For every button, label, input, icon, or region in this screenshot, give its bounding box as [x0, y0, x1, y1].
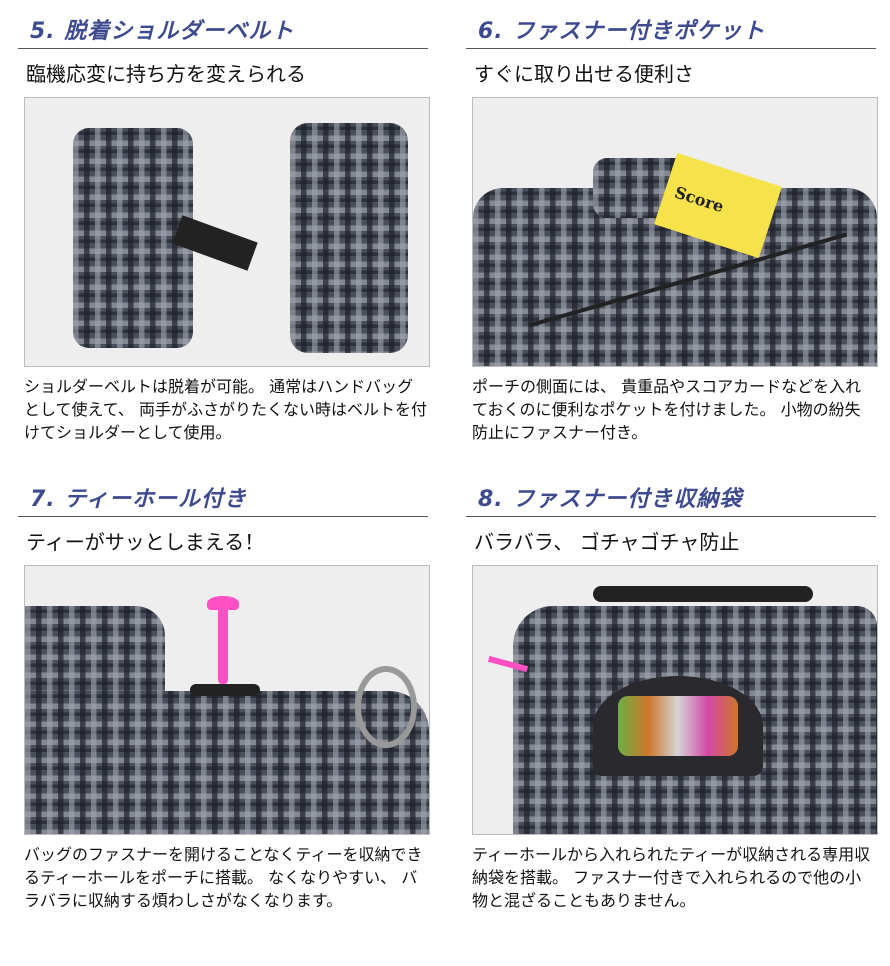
product-photo-zipper-pocket: Score: [472, 97, 878, 367]
section-subtitle: バラバラ、 ゴチャゴチャ防止: [474, 530, 740, 554]
feature-tee-hole: 7. ティーホール付き ティーがサッとしまえる！ バッグのファスナーを開けること…: [18, 484, 430, 912]
feature-storage-bag: 8. ファスナー付き収納袋 バラバラ、 ゴチャゴチャ防止 ティーホールから入れら…: [466, 484, 878, 912]
product-photo-storage-bag: [472, 565, 878, 835]
feature-shoulder-belt: 5. 脱着ショルダーベルト 臨機応変に持ち方を変えられる ショルダーベルトは脱着…: [18, 16, 430, 444]
section-description: ティーホールから入れられたティーが収納される専用収納袋を搭載。 ファスナー付きで…: [472, 845, 871, 910]
section-subtitle: ティーがサッとしまえる！: [26, 530, 265, 554]
section-heading: 7. ティーホール付き: [18, 484, 428, 517]
product-photo-tee-hole: [24, 565, 430, 835]
section-description: ショルダーベルトは脱着が可能。 通常はハンドバッグとして使えて、 両手がふさがり…: [24, 377, 428, 442]
section-subtitle: 臨機応変に持ち方を変えられる: [26, 62, 306, 86]
product-photo-shoulder-belt: [24, 97, 430, 367]
section-subtitle: すぐに取り出せる便利さ: [474, 62, 694, 86]
section-description: バッグのファスナーを開けることなくティーを収納できるティーホールをポーチに搭載。…: [24, 845, 423, 910]
section-heading: 5. 脱着ショルダーベルト: [18, 16, 428, 49]
section-description: ポーチの側面には、 貴重品やスコアカードなどを入れておくのに便利なポケットを付け…: [472, 377, 862, 442]
section-heading: 6. ファスナー付きポケット: [466, 16, 876, 49]
feature-zipper-pocket: 6. ファスナー付きポケット すぐに取り出せる便利さ Score ポーチの側面に…: [466, 16, 878, 444]
section-heading: 8. ファスナー付き収納袋: [466, 484, 876, 517]
